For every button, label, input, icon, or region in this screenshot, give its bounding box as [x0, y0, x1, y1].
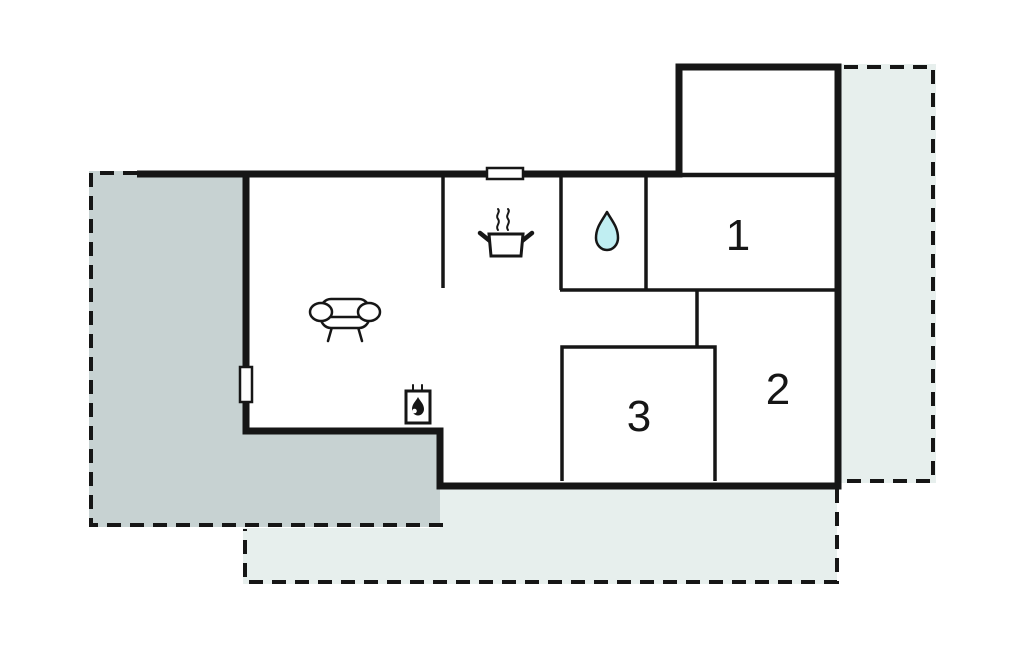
- water-drop-icon: [594, 210, 620, 252]
- room-1-label: 1: [726, 211, 750, 260]
- dark-terrace-dashed-border: [89, 171, 443, 527]
- window-left-wall: [238, 365, 254, 404]
- light-terrace-right: [841, 64, 936, 483]
- cooking-pot-icon: [477, 208, 535, 258]
- wood-stove-icon: [404, 384, 432, 425]
- light-terrace-bottom-dashed-border: [243, 489, 839, 584]
- window-top-wall: [485, 166, 525, 181]
- house-interior: [246, 67, 838, 486]
- light-terrace-bottom: [243, 486, 837, 584]
- room3-walls: [560, 345, 717, 481]
- sofa-icon: [308, 297, 382, 343]
- room-2-label: 2: [766, 365, 790, 414]
- house-outer-walls: [137, 63, 842, 490]
- room-3-label: 3: [627, 392, 651, 441]
- interior-walls: [441, 176, 836, 481]
- dark-terrace-left: [89, 171, 440, 527]
